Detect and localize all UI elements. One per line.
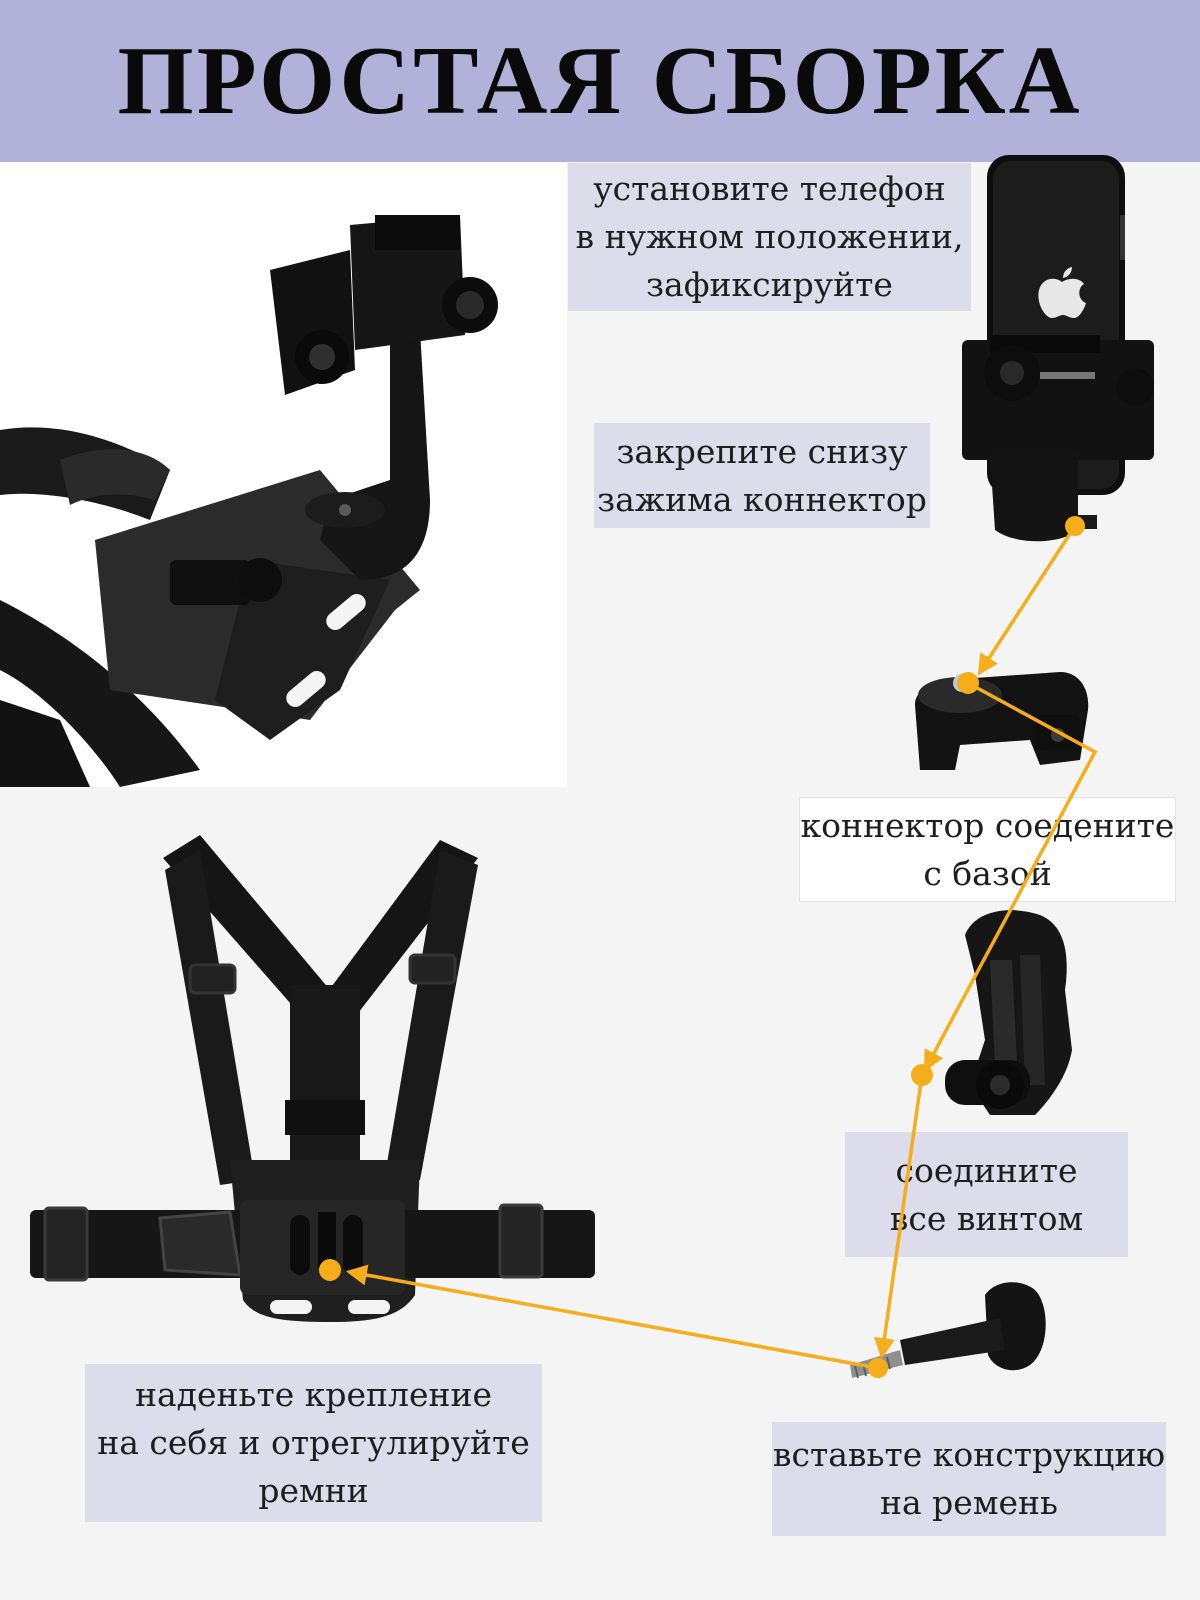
j-hook-mount-icon: [945, 910, 1072, 1115]
step-line: ремни: [258, 1471, 369, 1510]
step-line: с базой: [923, 853, 1052, 893]
step-label-attach-connector: закрепите снизу зажима коннектор: [594, 423, 930, 528]
apple-logo-icon: [1038, 267, 1086, 318]
step-label-connect-base: коннектор соеденитe с базой: [799, 797, 1176, 902]
step-line: на себя и отрегулируйте: [97, 1423, 530, 1462]
step-line: соедините: [895, 1150, 1078, 1190]
step-label-screw: соедините все винтом: [845, 1132, 1128, 1257]
step-line: наденьте крепление: [134, 1375, 493, 1414]
page-title: ПРОСТАЯ СБОРКА: [117, 27, 1083, 135]
step-label-wear-harness: наденьте крепление на себя и отрегулируй…: [85, 1364, 542, 1522]
step-line: в нужном положении,: [575, 217, 964, 256]
step-line: закрепите снизу: [616, 431, 908, 471]
step-label-install-phone: установите телефон в нужном положении, з…: [568, 163, 971, 311]
adapter-base-icon: [915, 672, 1089, 770]
thumb-screw-icon: [850, 1282, 1046, 1379]
phone-clamp-icon: [962, 155, 1154, 542]
step-line: коннектор соеденитe: [800, 805, 1175, 845]
step-line: зажима коннектор: [597, 479, 927, 519]
step-line: вставьте конструкцию: [772, 1435, 1166, 1474]
chest-harness-icon: [30, 835, 595, 1322]
assembled-mount-icon: [0, 215, 498, 787]
step-line: на ремень: [880, 1483, 1058, 1522]
header-banner: ПРОСТАЯ СБОРКА: [0, 0, 1200, 162]
step-line: зафиксируйте: [646, 265, 893, 304]
step-line: установите телефон: [593, 169, 946, 208]
step-line: все винтом: [889, 1198, 1084, 1238]
step-label-insert-onto-strap: вставьте конструкцию на ремень: [772, 1422, 1166, 1536]
